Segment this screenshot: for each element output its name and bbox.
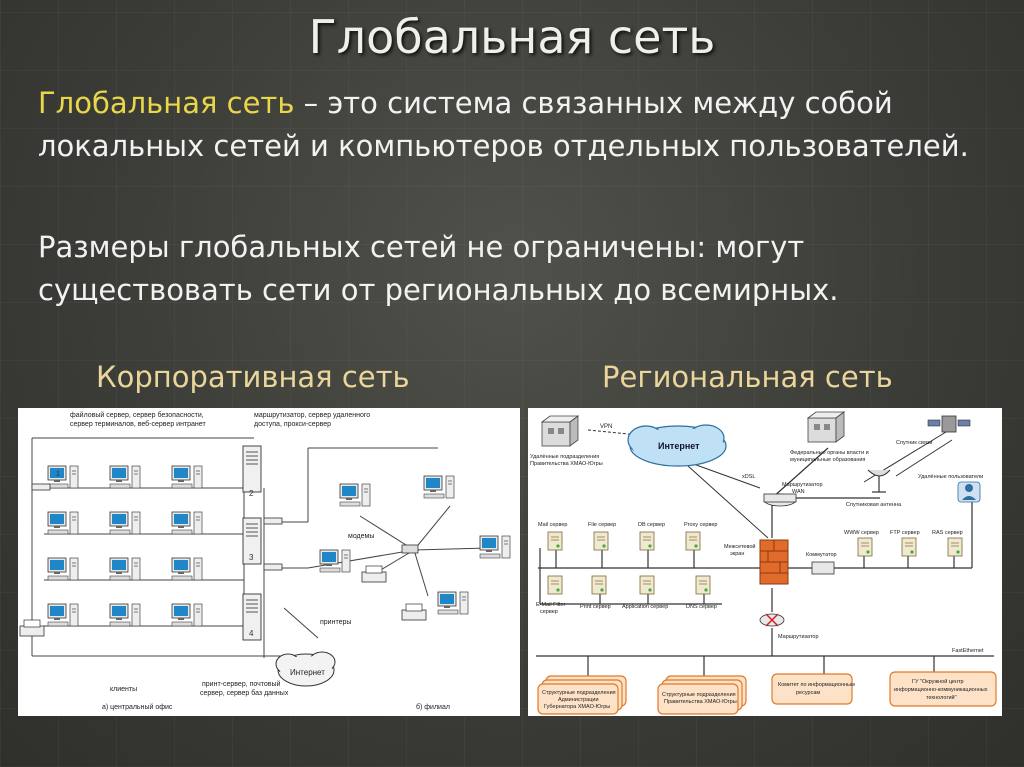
xdsl-label: xDSL: [742, 474, 755, 480]
email-filter-line1: E-Mail Filter: [536, 602, 566, 608]
definition-term: Глобальная сеть: [38, 86, 295, 120]
box-info-committee: [771, 673, 853, 705]
regional-caption: Региональная сеть: [602, 360, 893, 394]
vpn-label: VPN: [600, 424, 612, 430]
box3-line2: ресурсам: [796, 690, 820, 696]
ftp-server-label: FTP сервер: [890, 530, 920, 536]
switch-label: Коммутатор: [806, 552, 837, 558]
corporate-network-diagram: 1 2 3 4 Интернет файловый сервер, сервер…: [18, 408, 520, 716]
box2-line1: Структурные подразделения: [662, 692, 736, 698]
remote-unit-line2: Правительства ХМАО-Югры: [530, 461, 603, 467]
label-printers: принтеры: [320, 619, 351, 626]
box4-line3: технологий": [926, 694, 957, 701]
box4-line2: информационно-коммуникационных: [894, 687, 988, 693]
mail-server-label: Mail сервер: [538, 522, 567, 528]
dns-server-label: DNS сервер: [686, 604, 717, 610]
box1-line2: Администрации: [558, 697, 599, 703]
box2-line2: Правительства ХМАО-Югры: [664, 699, 737, 705]
internet-cloud: [275, 651, 336, 687]
router-label: Маршрутизатор: [778, 634, 819, 640]
db-server-label: DB сервер: [638, 522, 665, 528]
internet-cloud: [627, 424, 727, 467]
label-print-server: принт-сервер, почтовый: [202, 680, 281, 688]
label-branch: б) филиал: [416, 703, 450, 711]
satellite-antenna-icon: [867, 469, 891, 493]
label-mail-server: сервер, сервер баз данных: [200, 689, 289, 697]
label-terminal-server: сервер терминалов, веб-сервер интранет: [70, 420, 206, 428]
size-paragraph: Размеры глобальных сетей не ограничены: …: [38, 230, 839, 307]
label-central-office: а) центральный офис: [102, 703, 173, 711]
router-wan-line1: Маршрутизатор: [782, 482, 823, 488]
label-clients: клиенты: [110, 686, 137, 693]
satellite-icon: [927, 415, 971, 433]
switch-icon: [811, 561, 835, 575]
www-server-label: WWW сервер: [844, 530, 879, 536]
slide-title: Глобальная сеть: [308, 10, 716, 64]
box3-line1: Комитет по информационным: [778, 682, 855, 688]
file-server-label: File сервер: [588, 522, 616, 528]
router-wan-line2: WAN: [792, 489, 805, 495]
remote-unit-line1: Удалённые подразделения: [530, 454, 599, 460]
internet-label: Интернет: [658, 441, 700, 451]
email-filter-line2: сервер: [540, 609, 558, 615]
internet-label: Интернет: [290, 668, 325, 677]
remote-users-label: Удалённые пользователи: [918, 474, 983, 480]
ras-server-label: RAS сервер: [932, 530, 963, 536]
label-remote-access: доступа, прокси-сервер: [254, 421, 331, 428]
firewall-line2: экран: [730, 551, 744, 557]
satellite-label: Спутник связи: [896, 440, 932, 446]
definition-text: – это система связанных между собой лока…: [38, 86, 969, 163]
label-router: маршрутизатор, сервер удаленного: [254, 412, 370, 419]
firewall-icon: [759, 539, 789, 585]
remote-user-icon: [957, 481, 981, 503]
firewall-line1: Межсетевой: [724, 543, 755, 550]
num-3: 3: [249, 553, 254, 562]
wan-router-icon: [763, 493, 797, 507]
box-ict-center: [889, 671, 997, 707]
num-4: 4: [249, 629, 254, 638]
proxy-server-label: Proxy сервер: [684, 522, 717, 528]
router-icon: [759, 613, 785, 627]
print-server-label: Print сервер: [580, 604, 611, 610]
app-server-label: Application сервер: [622, 604, 668, 610]
box4-line1: ГУ "Окружной центр: [912, 678, 964, 685]
fed-line2: муниципальные образования: [790, 457, 865, 463]
definition-paragraph: Глобальная сеть – это система связанных …: [38, 82, 998, 168]
num-1: 1: [56, 471, 60, 478]
label-file-server: файловый сервер, сервер безопасности,: [70, 411, 204, 419]
box1-line1: Структурные подразделения: [542, 690, 616, 696]
corporate-caption: Корпоративная сеть: [96, 360, 410, 394]
sat-antenna-label: Спутниковая антенна: [846, 502, 902, 508]
fastethernet-label: FastEthernet: [952, 648, 984, 654]
label-modems: модемы: [348, 533, 374, 540]
box1-line3: Губернатора ХМАО-Югры: [544, 704, 610, 710]
fed-line1: Федеральные органы власти и: [790, 450, 869, 456]
num-2: 2: [249, 489, 254, 498]
regional-network-diagram: Интернет VPN Удалённые подразделения Пра…: [528, 408, 1002, 716]
